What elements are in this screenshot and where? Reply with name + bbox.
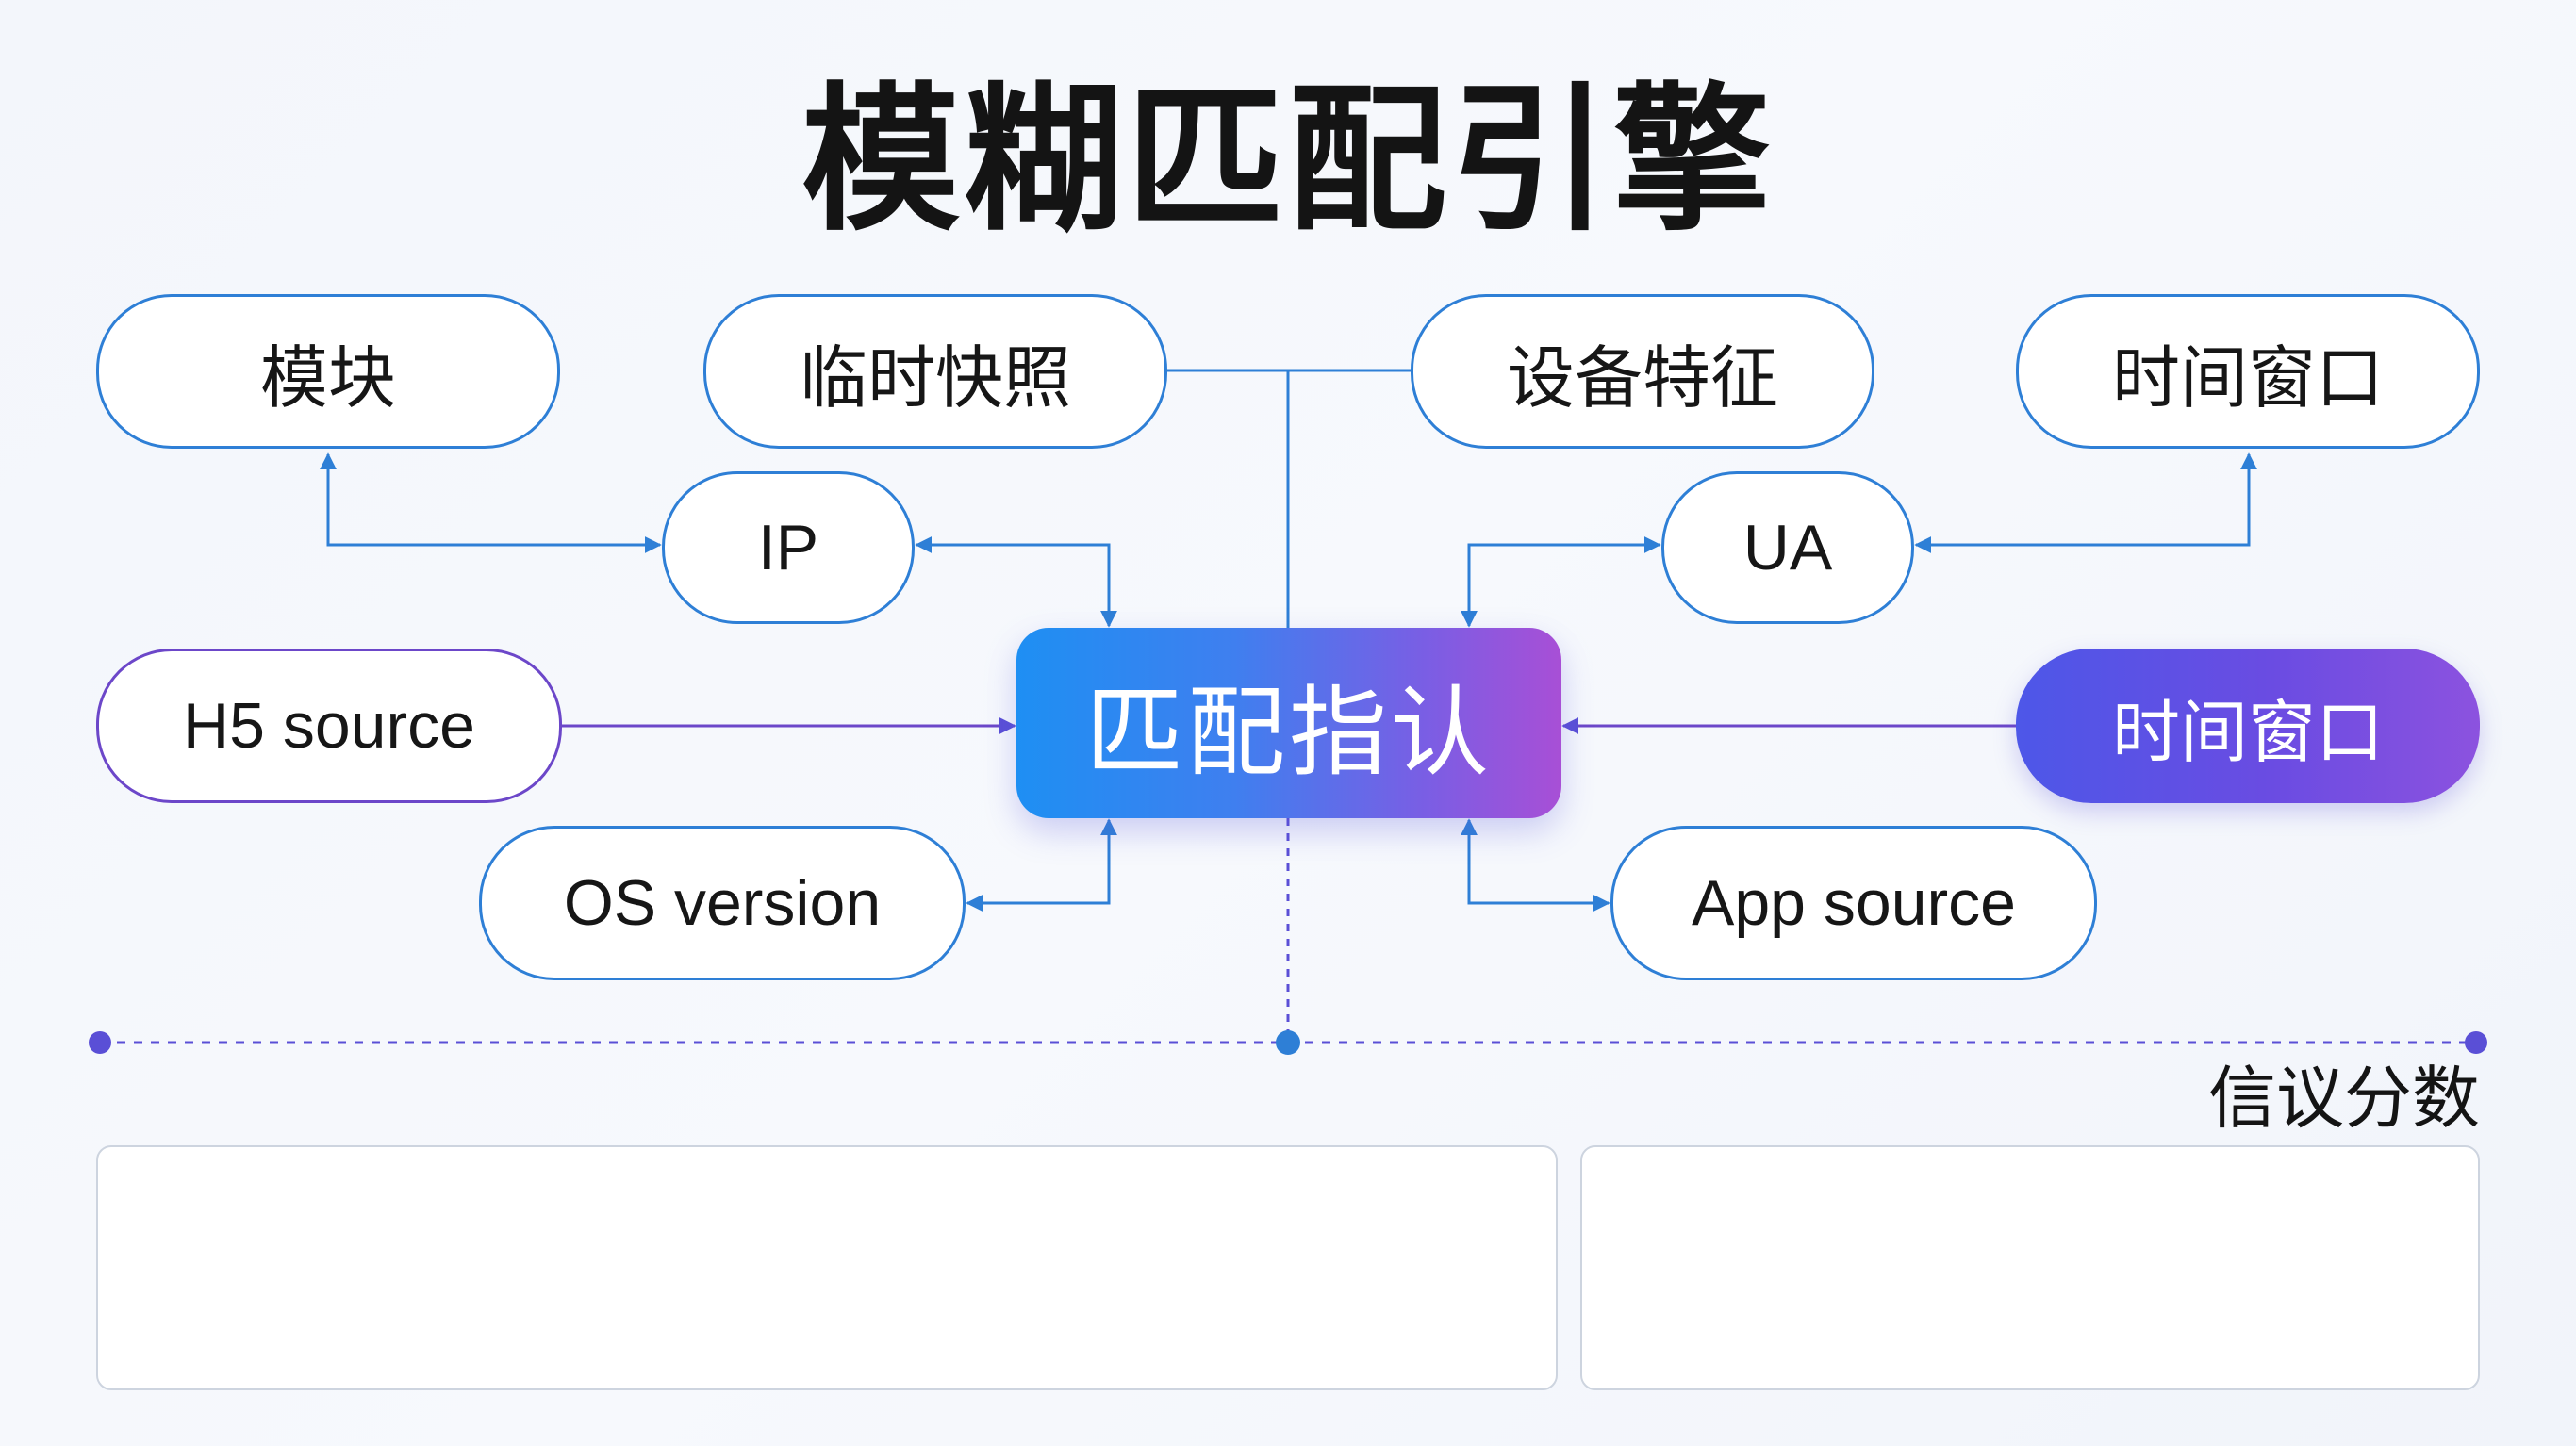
center-node-match: 匹配指认 <box>1016 628 1561 818</box>
node-h5-source: H5 source <box>96 649 562 803</box>
node-time-window-top: 时间窗口 <box>2016 294 2480 449</box>
node-time-window-right: 时间窗口 <box>2016 649 2480 803</box>
ip-center-arrow <box>915 536 1117 628</box>
module-ip-arrow <box>320 452 662 553</box>
os-center-arrow <box>966 818 1117 912</box>
node-os-version: OS version <box>479 826 966 980</box>
node-app-source: App source <box>1610 826 2097 980</box>
node-ua: UA <box>1661 471 1914 624</box>
ua-center-arrow <box>1461 536 1661 628</box>
axis-center-dot <box>1276 1030 1300 1055</box>
panel-right <box>1580 1145 2480 1390</box>
score-label: 信议分数 <box>2207 1059 2480 1138</box>
node-device-feature: 设备特征 <box>1411 294 1874 449</box>
axis-right-dot <box>2465 1031 2487 1054</box>
panel-left <box>96 1145 1558 1390</box>
node-snapshot: 临时快照 <box>703 294 1167 449</box>
ua-timewindow-arrow <box>1914 452 2257 553</box>
diagram-title: 模糊匹配引擎 <box>801 68 1775 253</box>
node-module: 模块 <box>96 294 560 449</box>
app-center-arrow <box>1461 818 1610 912</box>
node-ip: IP <box>662 471 915 624</box>
axis-left-dot <box>89 1031 111 1054</box>
